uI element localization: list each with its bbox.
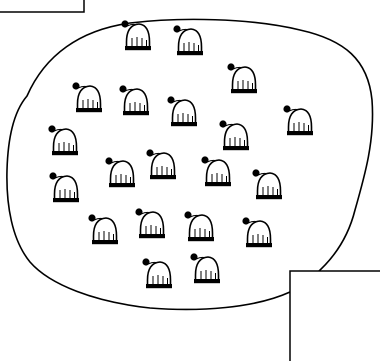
blob-outline bbox=[7, 19, 373, 309]
top-left-box bbox=[0, 0, 84, 12]
bottom-right-box bbox=[290, 271, 380, 361]
